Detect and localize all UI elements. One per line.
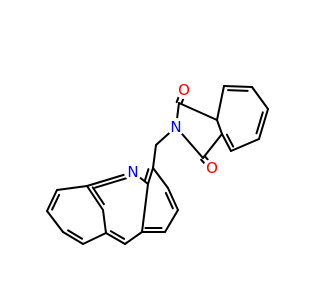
bond-B4-B5 — [230, 138, 260, 152]
molecule-structure: O N O N — [46, 81, 269, 245]
bond-C9-C8a-inner — [109, 230, 126, 240]
atom-oxygen-bottom-label: O — [206, 159, 218, 177]
bond-C7-C6 — [46, 210, 64, 233]
bond-C3r-C2r-inner — [164, 191, 174, 210]
bond-C8a-C4ar — [102, 209, 107, 234]
bond-C4a-C4 — [147, 167, 154, 185]
bond-C3a-B1 — [216, 85, 225, 121]
bond-CH2-C4 — [152, 144, 157, 169]
bond-C9a-C9 — [124, 231, 143, 245]
bond-Nac-C10a-inner — [94, 176, 129, 189]
atom-oxygen-top-label: O — [178, 81, 190, 99]
atom-acridine-nitrogen-label: N — [127, 163, 138, 181]
atom-acridine-nitrogen: N — [124, 163, 142, 181]
bond-C3r-C2r — [167, 187, 179, 211]
bond-C4-C3r — [152, 167, 169, 189]
bond-B5-C7a — [221, 133, 232, 152]
bond-C8-C7-inner — [67, 229, 84, 240]
bond-B2-B3 — [251, 86, 269, 110]
bonds — [46, 85, 269, 245]
bond-C8a-C8 — [82, 232, 107, 245]
atom-oxygen-top: O — [175, 81, 193, 99]
bond-C4-C4a-inner — [143, 168, 150, 182]
bond-C8-C7 — [62, 231, 84, 245]
bond-B1-B2 — [223, 85, 253, 88]
bond-B3-B4-inner — [255, 111, 264, 135]
atom-imide-nitrogen: N — [167, 118, 185, 136]
bond-C6-C5-inner — [51, 193, 61, 211]
bond-B1-B2-inner — [227, 89, 249, 92]
bond-C7a-C3 — [202, 133, 223, 159]
atom-oxygen-bottom: O — [203, 159, 221, 177]
bond-C7a-C3a — [216, 119, 223, 135]
bond-B5-C7a-inner — [225, 133, 235, 148]
bond-C4ar-C10a — [86, 185, 104, 211]
bond-C2r-C1r — [164, 209, 179, 233]
bond-C9a-C4a — [141, 183, 149, 233]
atom-imide-nitrogen-label: N — [170, 118, 181, 136]
bond-C9-C8a — [105, 232, 126, 245]
bond-B3-B4 — [258, 108, 269, 140]
bond-C5-C10a — [56, 185, 88, 191]
atoms: O N O N — [124, 81, 221, 181]
bond-C6-C5 — [46, 189, 58, 212]
bond-C4ar-C10a-inner — [91, 186, 105, 206]
bond-C3a-C1 — [178, 102, 218, 121]
